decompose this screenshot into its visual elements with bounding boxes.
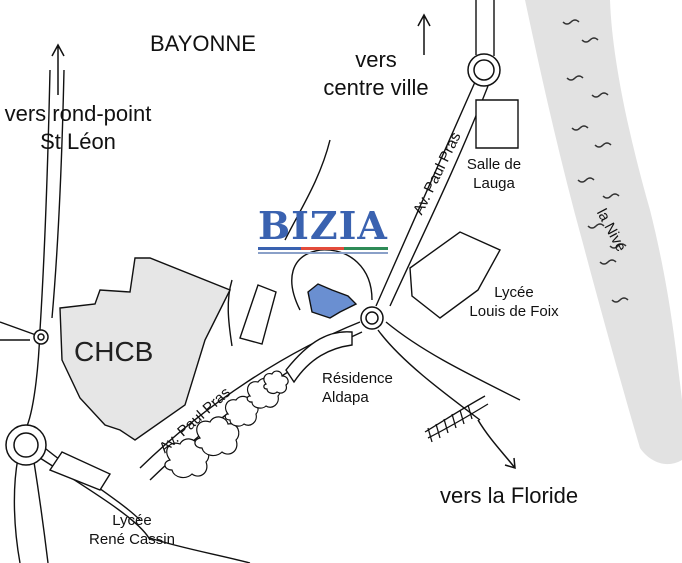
place-salle-lauga-label: Salle de Lauga: [466, 156, 522, 192]
building-bizia: [307, 283, 358, 319]
arrow-up-icon-north: [417, 13, 431, 55]
building-small-north: [239, 284, 277, 345]
bizia-logo-stripe: [258, 247, 388, 250]
city-label: BAYONNE: [150, 31, 256, 56]
building-residence: [285, 331, 353, 384]
place-lycee-foix-label: Lycée Louis de Foix: [469, 284, 559, 320]
place-residence-label: Résidence Aldapa: [322, 370, 393, 406]
building-lycee-foix: [409, 231, 501, 319]
direction-southeast-label: vers la Floride: [440, 483, 579, 508]
arrow-down-icon-southeast: [477, 419, 516, 470]
building-salle-lauga: [475, 99, 519, 149]
arrow-up-icon-northwest: [51, 43, 65, 95]
place-lycee-cassin-label: Lycée René Cassin: [89, 512, 175, 548]
building-chcb: [59, 257, 231, 441]
river-nive: [525, 0, 682, 465]
roundabouts: [5, 53, 501, 466]
bizia-logo-text: BIZIA: [258, 203, 388, 248]
railway: [424, 395, 489, 443]
bizia-logo-underline: [258, 252, 388, 254]
buildings: [48, 99, 519, 491]
bizia-logo: BIZIA: [258, 206, 388, 256]
direction-arrows: [51, 13, 516, 470]
trees: [164, 370, 289, 479]
building-lycee-cassin: [48, 451, 112, 491]
river-wave-icons: [562, 19, 629, 303]
direction-northwest-label: vers rond-point St Léon: [4, 101, 152, 154]
place-chcb-label: CHCB: [74, 336, 154, 367]
direction-north-label: vers centre ville: [323, 47, 429, 100]
